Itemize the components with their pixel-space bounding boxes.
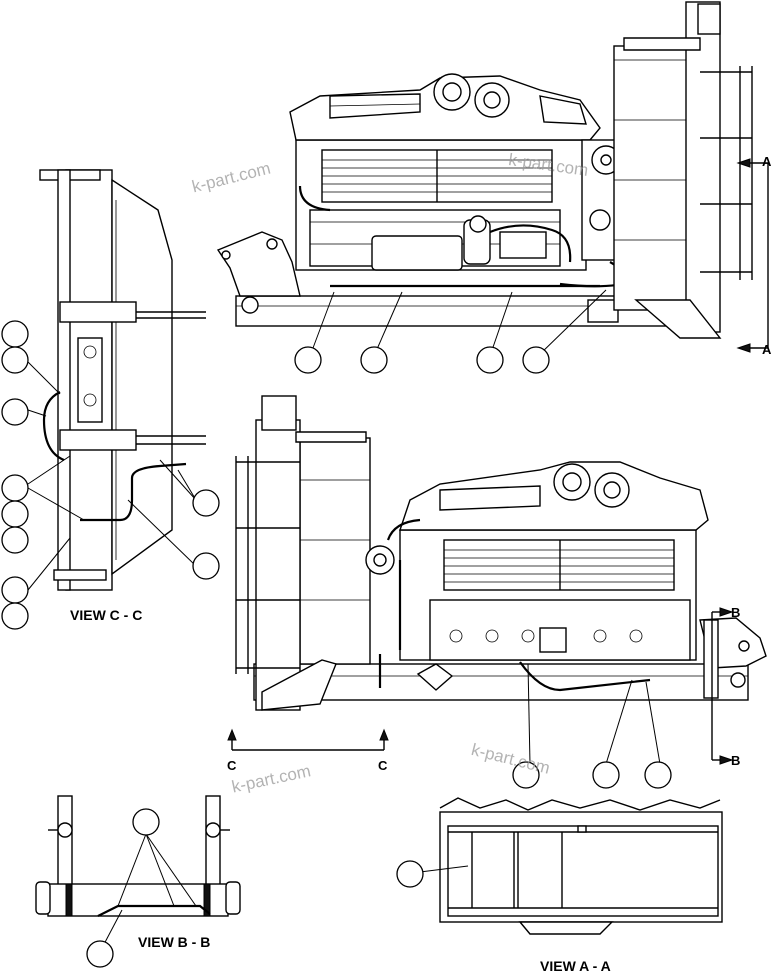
section-b-top-letter: B (731, 605, 741, 620)
middle-engine-assembly (227, 395, 767, 789)
section-b-bottom-letter: B (731, 753, 741, 768)
section-c-right-letter: C (378, 758, 388, 773)
view-c-c-drawing (1, 169, 220, 630)
section-a-bottom-letter: A (762, 342, 772, 357)
view-b-b-drawing (35, 795, 241, 968)
section-c-left-letter: C (227, 758, 237, 773)
view-c-c-label: VIEW C - C (70, 607, 143, 623)
section-a-top-letter: A (762, 154, 772, 169)
view-a-a-drawing (396, 797, 723, 935)
top-engine-assembly (216, 1, 769, 374)
view-a-a-label: VIEW A - A (540, 958, 611, 973)
view-b-b-label: VIEW B - B (138, 934, 211, 950)
